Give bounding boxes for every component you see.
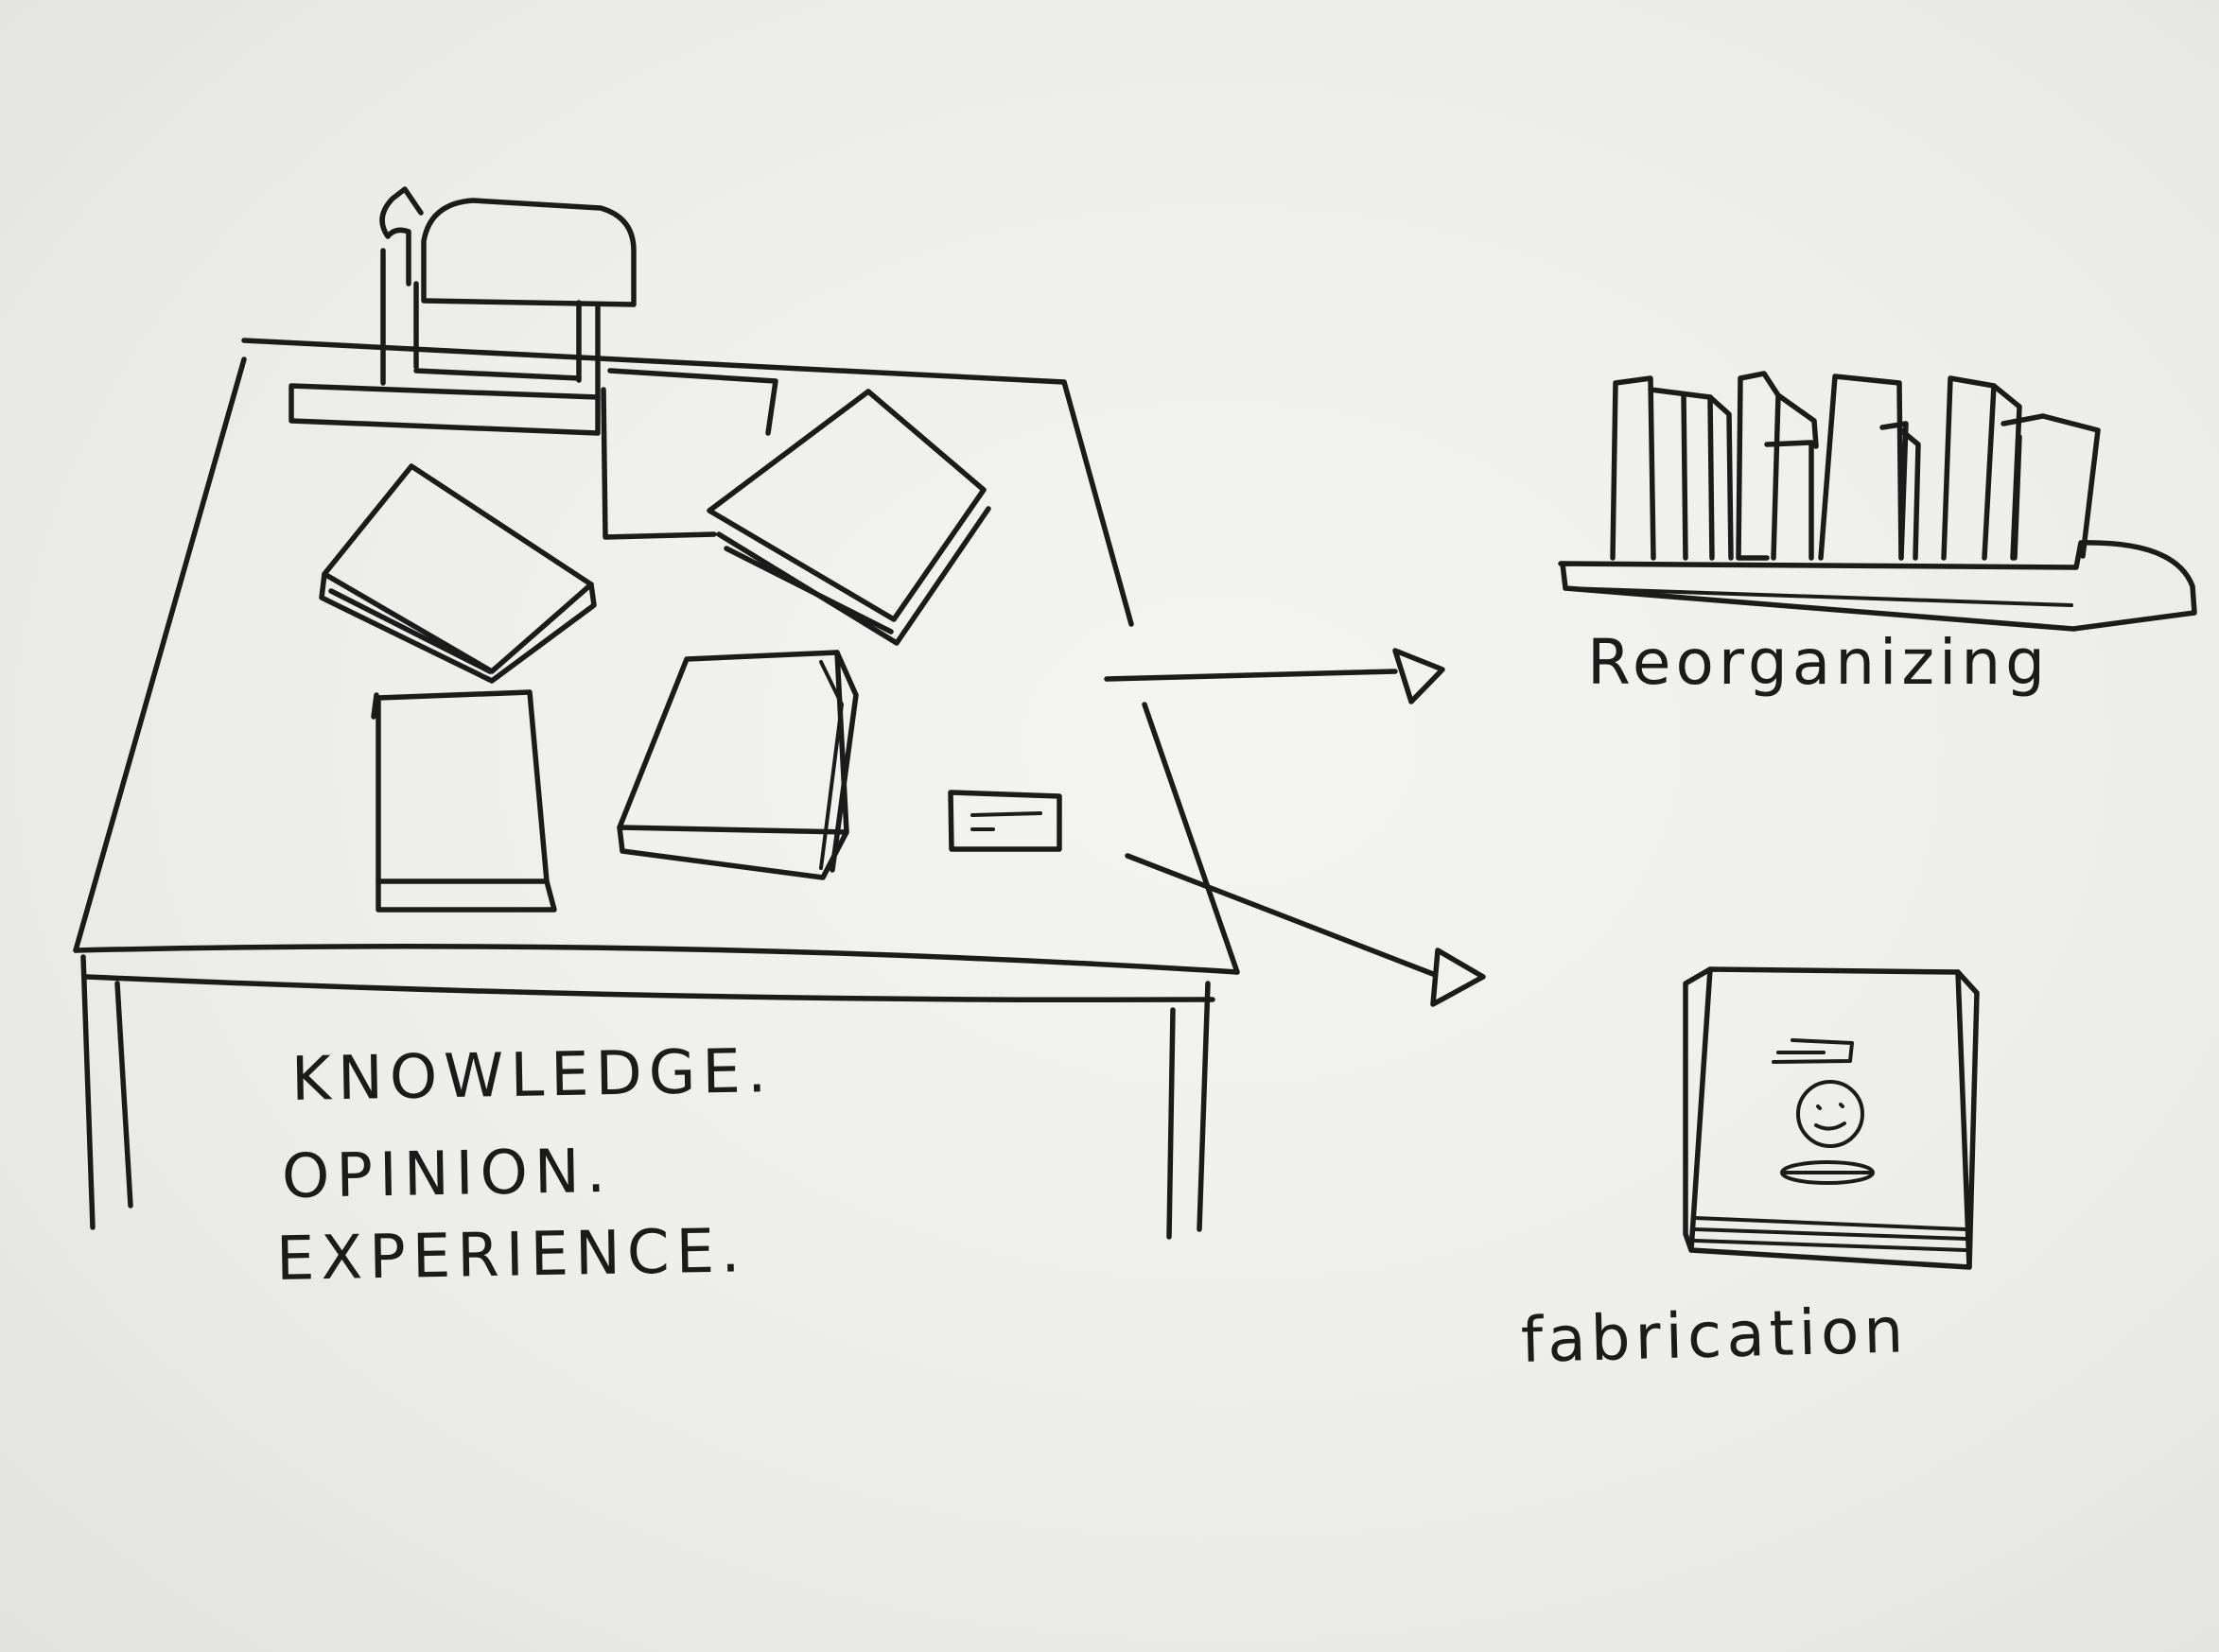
book-cover-icon xyxy=(1683,966,1980,1270)
bookshelf-icon xyxy=(1558,371,2197,632)
desk-leg-left-outer xyxy=(80,954,96,1230)
card-on-desk xyxy=(948,790,1062,852)
desk-icon xyxy=(73,338,1240,1240)
label-knowledge: KNOWLEDGE. xyxy=(290,1036,774,1115)
label-fabrication: fabrication xyxy=(1519,1294,1910,1377)
desk-lamp-icon xyxy=(288,186,637,436)
desk-top-right-lower-edge xyxy=(1142,702,1240,975)
label-experience: EXPERIENCE. xyxy=(275,1216,748,1295)
label-opinion: OPINION. xyxy=(281,1136,613,1212)
arrow-to-fabrication xyxy=(1125,853,1486,1007)
book-on-desk-1 xyxy=(601,368,778,540)
arrow-to-reorganizing xyxy=(1104,648,1445,704)
desk-top-right-edge xyxy=(1061,379,1134,627)
desk-leg-right-inner xyxy=(1166,1007,1176,1240)
book-on-desk-3 xyxy=(319,463,597,684)
book-on-desk-4 xyxy=(371,689,557,913)
desk-top-left-edge xyxy=(73,356,247,953)
desk-leg-left-inner xyxy=(114,981,133,1209)
book-on-desk-5 xyxy=(617,650,859,880)
label-reorganizing: Reorganizing xyxy=(1587,626,2051,699)
desk-leg-right-outer xyxy=(1197,981,1211,1232)
book-on-desk-2 xyxy=(707,389,991,646)
desk-apron xyxy=(84,974,1215,1003)
desk-top-front-edge xyxy=(73,944,1240,975)
